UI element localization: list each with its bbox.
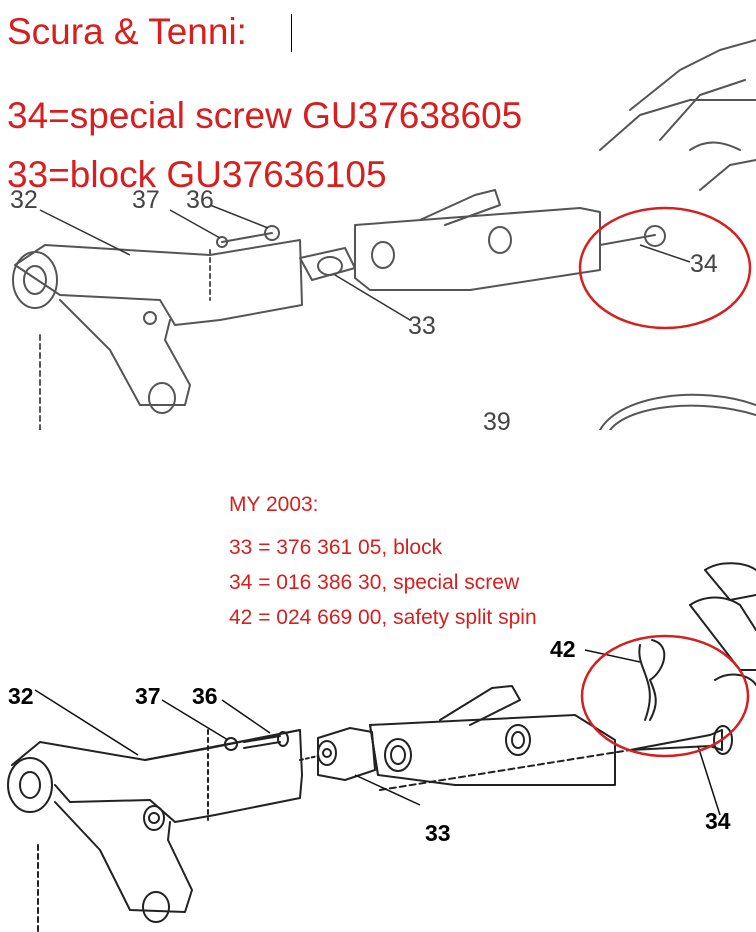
callout-34: 34: [690, 250, 718, 278]
part-line-42: 42 = 024 669 00, safety split spin: [229, 606, 537, 629]
callout-37: 37: [132, 186, 160, 214]
callout-36: 36: [186, 186, 214, 214]
swingarm-lower-bracket: [54, 801, 193, 913]
callout-37: 37: [135, 683, 161, 709]
callout-33: 33: [425, 820, 451, 846]
block-33: [317, 727, 376, 781]
swingarm-pivot: [7, 757, 53, 813]
washer-37: [224, 737, 238, 751]
swingarm-pivot: [12, 251, 58, 309]
frame-outline: [629, 39, 756, 111]
part-line-34: 34 = 016 386 30, special screw: [229, 571, 520, 594]
callout-33: 33: [408, 312, 436, 340]
highlight-circle-34: [578, 206, 752, 330]
callout-39: 39: [483, 408, 511, 430]
callout-32: 32: [8, 683, 34, 709]
highlight-circle-34-42: [580, 634, 750, 758]
callout-32: 32: [10, 186, 38, 214]
block-line: 33=block GU37636105: [7, 154, 387, 195]
frame-tube: [704, 562, 756, 571]
washer-37: [216, 236, 228, 248]
swingarm-body: [14, 239, 303, 326]
callout-34: 34: [705, 808, 731, 834]
part-line-33: 33 = 376 361 05, block: [229, 536, 443, 559]
bracket-bar: [354, 207, 601, 291]
bottom-diagram-panel: MY 2003: 33 = 376 361 05, block 34 = 016…: [0, 430, 756, 932]
top-exploded-drawing: [12, 39, 756, 430]
text-cursor: [291, 14, 292, 52]
screw-36: [221, 232, 273, 243]
screw-36: [243, 735, 281, 743]
special-screw-line: 34=special screw GU37638605: [7, 95, 523, 136]
model-year-heading: MY 2003:: [229, 493, 319, 516]
split-pin-42: [638, 639, 666, 721]
bracket-bar: [369, 714, 616, 786]
swingarm-body: [11, 729, 303, 823]
callout-36: 36: [192, 683, 218, 709]
bottom-exploded-drawing: [7, 562, 756, 932]
page-title: Scura & Tenni:: [7, 11, 247, 52]
swingarm-lower-bracket: [59, 299, 191, 406]
top-diagram-panel: Scura & Tenni: 34=special screw GU376386…: [0, 0, 756, 430]
callout-42: 42: [550, 636, 576, 662]
